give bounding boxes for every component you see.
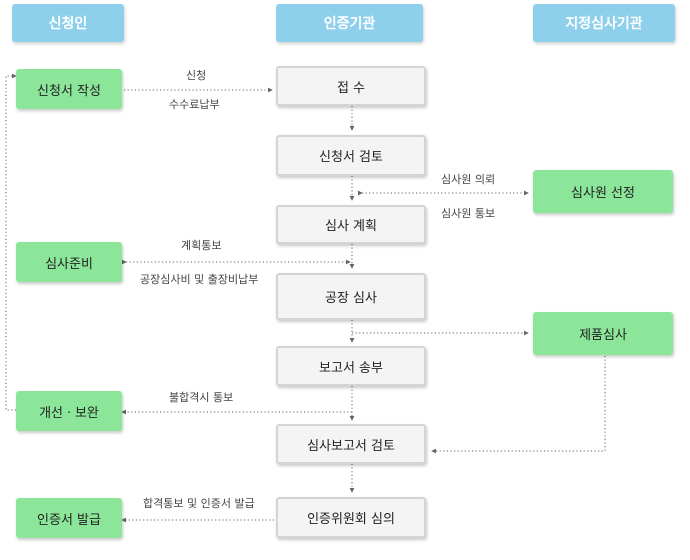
label-auditor-notice: 심사원 통보 <box>441 207 496 220</box>
step-audit-plan: 심사 계획 <box>276 205 426 244</box>
label-nonconformity: 불합격시 통보 <box>169 391 234 404</box>
arrow-product-return <box>431 356 606 454</box>
label-apply: 신청 <box>186 69 207 82</box>
lane-certification-body: 인증기관 <box>276 4 423 42</box>
step-report-send: 보고서 송부 <box>276 346 426 386</box>
step-report-review: 심사보고서 검토 <box>276 424 426 464</box>
lane-applicant: 신청인 <box>12 4 124 42</box>
step-product-inspection: 제품심사 <box>533 312 673 355</box>
step-factory-audit: 공장 심사 <box>276 273 426 320</box>
step-auditor-selection: 심사원 선정 <box>533 170 673 213</box>
label-pass-issue: 합격통보 및 인증서 발급 <box>143 497 255 510</box>
step-receipt: 접 수 <box>276 66 426 106</box>
step-certificate-issue: 인증서 발급 <box>16 498 122 538</box>
label-plan-notice: 계획통보 <box>181 239 222 252</box>
label-factory-fee: 공장심사비 및 출장비납부 <box>140 273 259 286</box>
arrow-feedback-loop <box>5 73 17 411</box>
lane-designated-body: 지정심사기관 <box>533 4 675 42</box>
step-improvement: 개선ㆍ보완 <box>16 391 122 431</box>
label-fee: 수수료납부 <box>169 98 220 111</box>
step-committee-review: 인증위원회 심의 <box>276 497 426 538</box>
step-application-review: 신청서 검토 <box>276 135 426 176</box>
step-audit-preparation: 심사준비 <box>16 242 122 282</box>
label-auditor-request: 심사원 의뢰 <box>441 173 496 186</box>
step-write-application: 신청서 작성 <box>16 69 122 109</box>
